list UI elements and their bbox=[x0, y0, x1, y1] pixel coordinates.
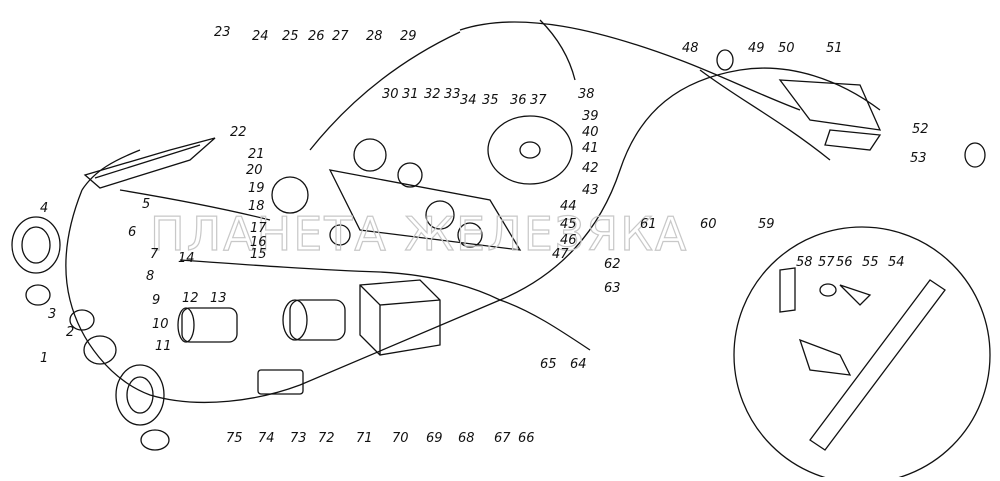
relay-regulator bbox=[257, 369, 304, 395]
callout-10: 10 bbox=[152, 317, 169, 332]
headlamp-lower bbox=[69, 309, 170, 451]
callout-60: 60 bbox=[700, 217, 717, 232]
callout-71: 71 bbox=[356, 431, 373, 446]
callout-55: 55 bbox=[862, 255, 879, 270]
callout-39: 39 bbox=[582, 109, 599, 124]
callout-28: 28 bbox=[366, 29, 383, 44]
callout-54: 54 bbox=[888, 255, 905, 270]
callout-17: 17 bbox=[250, 221, 267, 236]
callout-64: 64 bbox=[570, 357, 587, 372]
callout-63: 63 bbox=[604, 281, 621, 296]
callout-74: 74 bbox=[258, 431, 275, 446]
callout-61: 61 bbox=[640, 217, 657, 232]
callout-29: 29 bbox=[400, 29, 417, 44]
callout-68: 68 bbox=[458, 431, 475, 446]
callout-27: 27 bbox=[332, 29, 349, 44]
steering-wheel bbox=[487, 115, 573, 185]
callout-67: 67 bbox=[494, 431, 511, 446]
callout-62: 62 bbox=[604, 257, 621, 272]
callout-65: 65 bbox=[540, 357, 557, 372]
callout-58: 58 bbox=[796, 255, 813, 270]
callout-42: 42 bbox=[582, 161, 599, 176]
callout-32: 32 bbox=[424, 87, 441, 102]
callout-7: 7 bbox=[150, 247, 159, 262]
callout-47: 47 bbox=[552, 247, 569, 262]
callout-11: 11 bbox=[155, 339, 172, 354]
rear-lamp bbox=[716, 49, 986, 168]
callout-44: 44 bbox=[560, 199, 577, 214]
watermark-text: ПЛАНЕТА ЖЕЛЕЗЯКА bbox=[150, 207, 688, 261]
callout-20: 20 bbox=[246, 163, 263, 178]
callout-48: 48 bbox=[682, 41, 699, 56]
callout-40: 40 bbox=[582, 125, 599, 140]
callout-36: 36 bbox=[510, 93, 527, 108]
starter bbox=[282, 299, 346, 341]
callout-22: 22 bbox=[230, 125, 247, 140]
callout-33: 33 bbox=[444, 87, 461, 102]
callout-14: 14 bbox=[178, 251, 195, 266]
callout-15: 15 bbox=[250, 247, 267, 262]
instrument-panel bbox=[271, 138, 522, 251]
main-harness-outline bbox=[65, 19, 881, 404]
callout-41: 41 bbox=[582, 141, 599, 156]
wiper-assembly bbox=[83, 137, 216, 189]
callout-30: 30 bbox=[382, 87, 399, 102]
callout-4: 4 bbox=[40, 201, 48, 216]
callout-66: 66 bbox=[518, 431, 535, 446]
callout-19: 19 bbox=[248, 181, 265, 196]
callout-24: 24 bbox=[252, 29, 269, 44]
callout-49: 49 bbox=[748, 41, 765, 56]
battery bbox=[359, 279, 441, 356]
callout-8: 8 bbox=[146, 269, 154, 284]
callout-45: 45 bbox=[560, 217, 577, 232]
callout-13: 13 bbox=[210, 291, 227, 306]
callout-21: 21 bbox=[248, 147, 265, 162]
callout-26: 26 bbox=[308, 29, 325, 44]
callout-50: 50 bbox=[778, 41, 795, 56]
callout-37: 37 bbox=[530, 93, 547, 108]
callout-56: 56 bbox=[836, 255, 853, 270]
callout-18: 18 bbox=[248, 199, 265, 214]
callout-70: 70 bbox=[392, 431, 409, 446]
callout-23: 23 bbox=[214, 25, 231, 40]
callout-35: 35 bbox=[482, 93, 499, 108]
callout-69: 69 bbox=[426, 431, 443, 446]
headlamp-left bbox=[11, 216, 61, 306]
callout-5: 5 bbox=[142, 197, 150, 212]
callout-72: 72 bbox=[318, 431, 335, 446]
callout-38: 38 bbox=[578, 87, 595, 102]
callout-51: 51 bbox=[826, 41, 843, 56]
callout-73: 73 bbox=[290, 431, 307, 446]
callout-1: 1 bbox=[40, 351, 48, 366]
callout-9: 9 bbox=[152, 293, 160, 308]
detail-inset bbox=[733, 226, 991, 481]
callout-3: 3 bbox=[48, 307, 56, 322]
callout-25: 25 bbox=[282, 29, 299, 44]
callout-2: 2 bbox=[66, 325, 74, 340]
callout-57: 57 bbox=[818, 255, 835, 270]
callout-31: 31 bbox=[402, 87, 419, 102]
callout-75: 75 bbox=[226, 431, 243, 446]
callout-53: 53 bbox=[910, 151, 927, 166]
callout-16: 16 bbox=[250, 235, 267, 250]
callout-46: 46 bbox=[560, 233, 577, 248]
generator bbox=[177, 307, 238, 343]
callout-6: 6 bbox=[128, 225, 136, 240]
callout-52: 52 bbox=[912, 122, 929, 137]
callout-12: 12 bbox=[182, 291, 199, 306]
callout-59: 59 bbox=[758, 217, 775, 232]
callout-34: 34 bbox=[460, 93, 477, 108]
callout-43: 43 bbox=[582, 183, 599, 198]
